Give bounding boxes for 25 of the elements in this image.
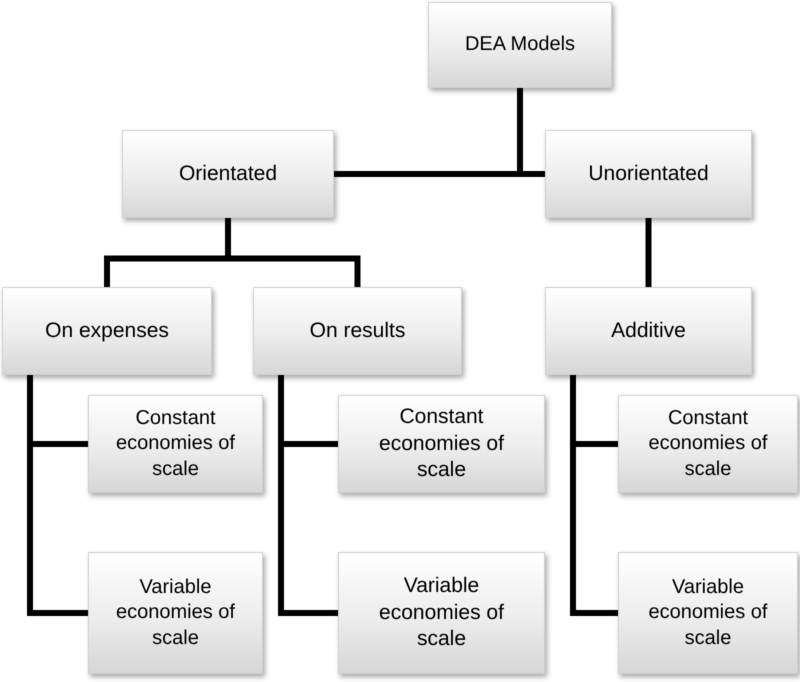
node-label: Unorientated: [588, 160, 709, 187]
process-box: [428, 2, 612, 88]
process-box: [618, 395, 798, 493]
process-box: [338, 395, 545, 493]
node-label: Constant economies of scale: [115, 406, 236, 482]
process-box: [88, 552, 263, 674]
node-label: Constant economies of scale: [648, 406, 768, 482]
node-label: Variable economies of scale: [648, 574, 768, 651]
node-label: On results: [310, 318, 406, 344]
process-box: [545, 130, 752, 218]
process-box: [122, 130, 334, 218]
process-box: [88, 395, 263, 493]
node-label: DEA Models: [464, 32, 576, 58]
node-label: Constant economies of scale: [378, 404, 505, 484]
node-label: On expenses: [45, 318, 169, 344]
node-label: Orientated: [178, 160, 278, 187]
process-box: [618, 552, 798, 674]
node-label: Variable economies of scale: [378, 573, 505, 652]
process-box: [253, 287, 462, 375]
process-box: [2, 287, 212, 375]
process-box: [545, 287, 752, 375]
node-label: Variable economies of scale: [115, 574, 236, 651]
process-box: [338, 552, 545, 674]
connector-line: [646, 218, 652, 287]
node-label: Additive: [611, 318, 686, 344]
